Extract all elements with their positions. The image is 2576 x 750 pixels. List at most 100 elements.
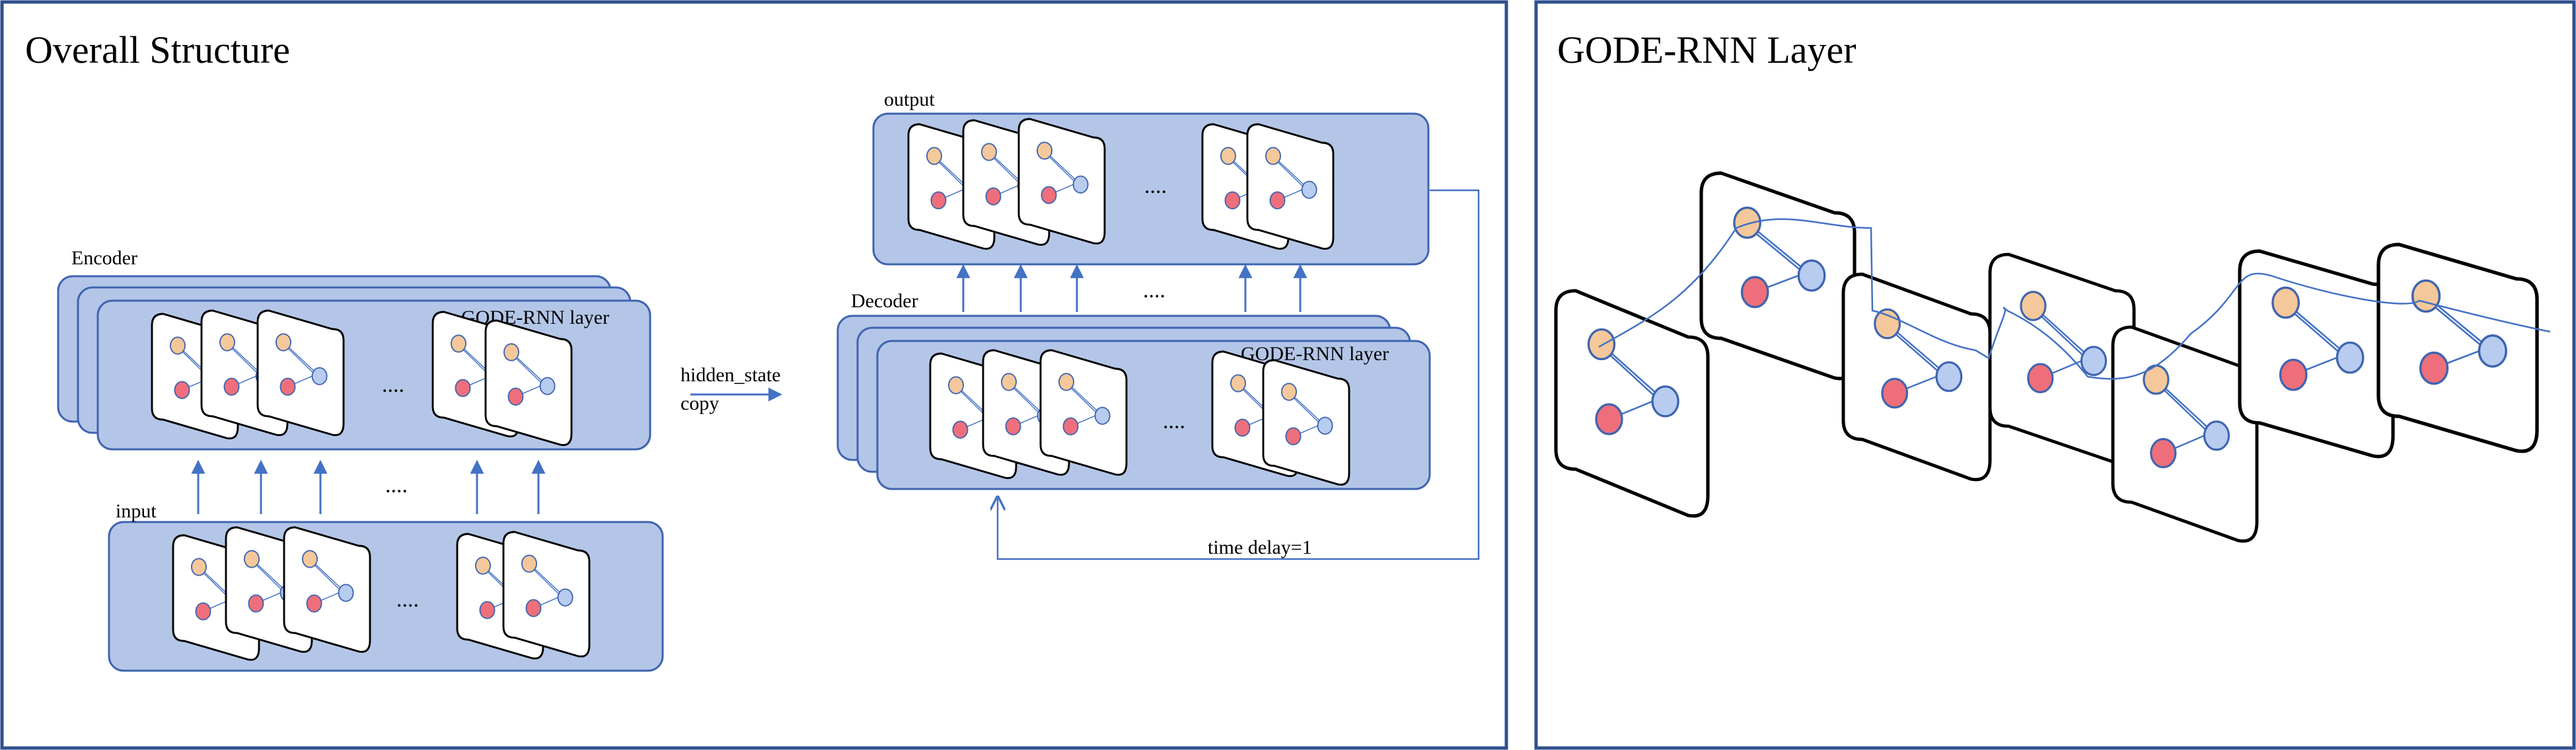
encoder-cards — [151, 309, 573, 446]
blue-node — [2080, 346, 2108, 377]
card-frame — [2238, 249, 2395, 459]
decoder-to-output-arrows — [956, 264, 1307, 312]
hidden-state-trajectory — [1598, 218, 2551, 380]
card-edge — [1047, 155, 1077, 184]
card-frame — [1841, 272, 1992, 482]
red-node — [455, 379, 471, 397]
red-node — [479, 601, 496, 619]
encoder-card — [484, 319, 573, 446]
red-node — [1224, 191, 1241, 209]
input-card — [502, 531, 591, 657]
red-node — [952, 420, 969, 439]
card-edge — [2431, 303, 2485, 350]
card-edge — [1275, 160, 1306, 189]
orange-node — [926, 147, 942, 165]
orange-node — [1733, 206, 1761, 239]
card-frame — [256, 309, 345, 436]
red-node — [2279, 358, 2308, 391]
decoder-card — [1262, 359, 1350, 486]
red-node — [1041, 186, 1057, 204]
card-frame — [283, 526, 371, 653]
card-edge — [1291, 396, 1321, 425]
orange-node — [191, 558, 207, 576]
input-card — [283, 526, 371, 653]
blue-node — [2478, 334, 2507, 368]
orange-node — [2271, 286, 2300, 319]
orange-node — [1037, 141, 1052, 160]
decoder-cards — [929, 349, 1350, 486]
red-node — [2419, 352, 2449, 385]
card-frame — [1262, 359, 1350, 486]
red-node — [1740, 276, 1769, 309]
card-edge — [1605, 351, 1658, 400]
card-frame — [484, 319, 573, 446]
card-edge — [229, 346, 260, 375]
red-node — [985, 187, 1002, 206]
gode-rnn-chain — [1554, 171, 2539, 543]
copy-label: copy — [681, 393, 719, 414]
red-node — [1234, 418, 1251, 437]
card-frame — [1039, 349, 1128, 476]
card-edge — [991, 156, 1021, 185]
input-ellipsis: .... — [396, 587, 419, 612]
orange-node — [2411, 279, 2441, 313]
orange-node — [475, 556, 491, 575]
input-cards — [172, 526, 591, 661]
red-node — [1269, 191, 1286, 209]
orange-node — [981, 143, 997, 161]
orange-node — [302, 550, 318, 568]
red-node — [248, 594, 264, 613]
blue-node — [2336, 341, 2365, 374]
gode-rnn-card — [1554, 289, 1710, 518]
orange-node — [451, 334, 466, 353]
gode-rnn-card — [2238, 249, 2395, 459]
orange-node — [503, 343, 519, 361]
card-edge — [1068, 386, 1099, 415]
blue-node — [1935, 361, 1963, 393]
blue-node — [311, 367, 328, 385]
orange-node — [276, 333, 291, 352]
left-panel — [0, 0, 1508, 750]
card-frame — [1017, 118, 1106, 244]
orange-node — [1230, 374, 1246, 393]
card-edge — [936, 160, 967, 189]
gode-rnn-card — [2111, 325, 2259, 543]
red-node — [525, 599, 542, 617]
output-card — [1017, 118, 1106, 244]
red-node — [279, 377, 296, 396]
card-edge — [312, 563, 342, 592]
orange-node — [1874, 308, 1901, 340]
decoder-card — [1039, 349, 1128, 476]
red-node — [1285, 427, 1302, 445]
card-edge — [2037, 313, 2087, 359]
input-to-encoder-arrows — [191, 459, 546, 514]
gode-rnn-card — [2376, 243, 2539, 453]
card-edge — [1892, 330, 1942, 375]
orange-node — [1281, 383, 1297, 401]
hidden-state-label: hidden_state — [681, 364, 781, 386]
decoder-label: Decoder — [851, 290, 918, 312]
right-panel — [1534, 0, 2576, 750]
red-node — [930, 191, 947, 209]
blue-node — [1317, 416, 1333, 435]
blue-node — [338, 583, 354, 602]
card-edge — [2290, 309, 2343, 356]
output-label: output — [884, 89, 935, 110]
blue-node — [1072, 175, 1089, 194]
decoder-ellipsis: .... — [1163, 409, 1185, 433]
gode-rnn-card — [1841, 272, 1992, 482]
orange-node — [1587, 328, 1616, 361]
blue-node — [1797, 259, 1826, 292]
encoder-label: Encoder — [71, 247, 137, 269]
orange-node — [948, 376, 964, 394]
card-frame — [1246, 123, 1335, 250]
encoder-card — [256, 309, 345, 436]
red-node — [223, 377, 240, 396]
output-ellipsis: .... — [1144, 174, 1167, 198]
red-node — [174, 381, 190, 399]
orange-node — [1058, 373, 1074, 391]
card-frame — [1699, 171, 1857, 381]
orange-node — [2020, 291, 2047, 321]
